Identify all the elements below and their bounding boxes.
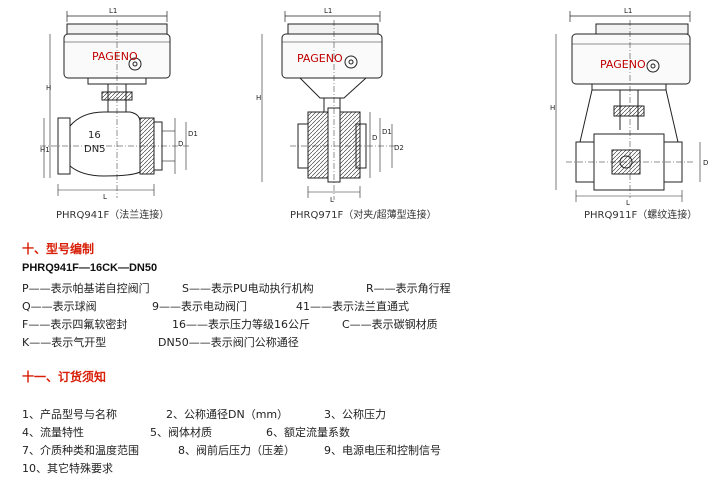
model-item: F——表示四氟软密封 — [22, 318, 128, 331]
model-item: K——表示气开型 — [22, 336, 107, 349]
dn-label: DN5 — [84, 144, 106, 155]
dim-h1-1: H1 — [40, 146, 50, 154]
valve-drawings: PAGENO 16 DN5 L1 L H H1 D D1 PAGENO — [40, 7, 708, 207]
dim-l1-1: L1 — [109, 7, 117, 15]
dim-d-1: D — [178, 140, 183, 148]
dim-l-1: L — [103, 193, 107, 201]
model-item: 16——表示压力等级16公斤 — [172, 318, 310, 331]
dim-d1-2: D1 — [382, 128, 392, 136]
dim-l1-3: L1 — [624, 7, 632, 15]
model-item: S——表示PU电动执行机构 — [182, 282, 314, 295]
dim-h-2: H — [256, 94, 261, 102]
order-item: 9、电源电压和控制信号 — [324, 444, 441, 457]
model-section-title: 十、型号编制 — [22, 242, 95, 256]
caption-flanged: PHRQ941F（法兰连接） — [56, 210, 170, 221]
dim-l1-2: L1 — [324, 7, 332, 15]
order-item: 6、额定流量系数 — [266, 426, 350, 439]
brand-label-1: PAGENO — [92, 50, 138, 63]
model-item: 41——表示法兰直通式 — [296, 300, 409, 313]
order-item: 4、流量特性 — [22, 426, 84, 439]
dim-d2-2: D2 — [394, 144, 404, 152]
dim-d-3: D — [703, 159, 708, 167]
order-item: 2、公称通径DN（mm） — [166, 408, 289, 421]
dim-l-2: L — [330, 196, 334, 204]
dim-d-2: D — [372, 134, 377, 142]
pressure-label: 16 — [88, 130, 101, 141]
dim-d1-1: D1 — [188, 130, 198, 138]
order-item: 5、阀体材质 — [150, 426, 212, 439]
model-item: C——表示碳钢材质 — [342, 318, 438, 331]
model-item: Q——表示球阀 — [22, 300, 97, 313]
dim-h-3: H — [550, 104, 555, 112]
model-code: PHRQ941F—16CK—DN50 — [22, 262, 158, 274]
order-item: 1、产品型号与名称 — [22, 408, 117, 421]
brand-label-3: PAGENO — [600, 58, 646, 71]
order-section-title: 十一、订货须知 — [22, 370, 107, 384]
model-item: P——表示帕基诺自控阀门 — [22, 282, 150, 295]
drawing-threaded-valve — [555, 11, 701, 202]
order-item: 3、公称压力 — [324, 408, 386, 421]
model-item: 9——表示电动阀门 — [152, 300, 247, 313]
drawing-wafer-valve — [261, 11, 400, 200]
order-item: 8、阀前后压力（压差） — [178, 444, 295, 457]
caption-threaded: PHRQ911F（螺纹连接） — [584, 210, 698, 221]
model-item: R——表示角行程 — [366, 282, 451, 295]
dim-h-1: H — [46, 84, 51, 92]
brand-label-2: PAGENO — [297, 52, 343, 65]
order-item: 10、其它特殊要求 — [22, 462, 113, 475]
model-item: DN50——表示阀门公称通径 — [158, 336, 299, 349]
order-item: 7、介质种类和温度范围 — [22, 444, 139, 457]
dim-l-3: L — [626, 199, 630, 207]
drawing-flanged-valve — [40, 11, 190, 198]
caption-wafer: PHRQ971F（对夹/超薄型连接） — [290, 210, 437, 221]
